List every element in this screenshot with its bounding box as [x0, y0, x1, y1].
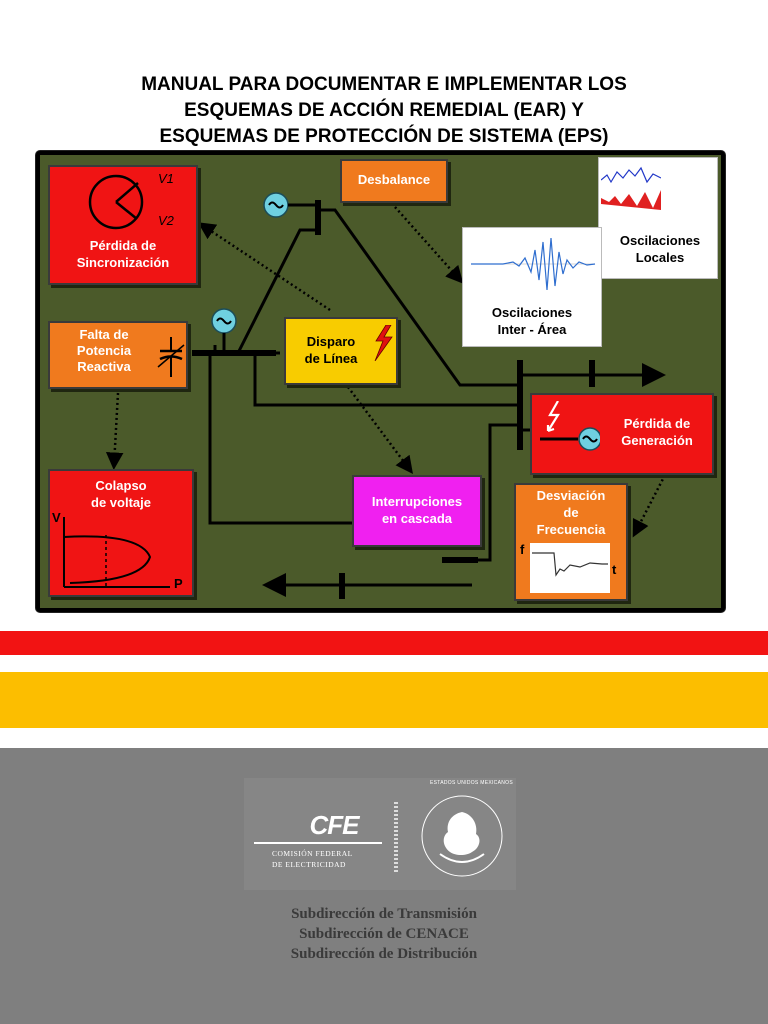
logos-area: CFE COMISIÓN FEDERAL DE ELECTRICIDAD EST…	[244, 778, 516, 890]
diagram-panel: V1 V2 Pérdida de Sincronización Desbalan…	[36, 151, 725, 612]
line-trip-line-2: de Línea	[304, 351, 358, 366]
subdireccion-distribucion: Subdirección de Distribución	[290, 946, 478, 962]
local-oscillations-box: Oscilaciones Locales	[598, 157, 718, 279]
power-system-diagram	[105, 192, 667, 599]
generation-loss-line-2: Generación	[621, 433, 693, 448]
seal-text: ESTADOS UNIDOS MEXICANOS	[430, 780, 513, 786]
pv-curve	[63, 517, 170, 588]
transmission-lines	[200, 208, 666, 597]
reactive-line-3: Reactiva	[77, 359, 131, 374]
cascade-line-2: en cascada	[381, 511, 453, 526]
generation-loss-box: Pérdida de Generación	[530, 393, 714, 475]
axis-f-label: f	[520, 542, 525, 557]
axis-p-label: P	[174, 576, 183, 591]
generation-loss-icon	[540, 401, 600, 451]
capacitor-icon	[157, 337, 185, 377]
axis-v-label: V	[52, 510, 61, 525]
footer: CFE COMISIÓN FEDERAL DE ELECTRICIDAD EST…	[0, 748, 768, 1024]
subdireccion-cenace: Subdirección de CENACE	[299, 926, 469, 942]
document-title: MANUAL PARA DOCUMENTAR E IMPLEMENTAR LOS…	[0, 72, 768, 150]
frequency-line-1: Desviación	[536, 488, 606, 503]
cascade-outages-box: Interrupciones en cascada	[352, 475, 482, 547]
local-oscillation-plot	[601, 160, 661, 224]
generator-icons	[211, 192, 315, 353]
inter-area-line-2: Inter - Área	[497, 322, 567, 337]
sync-loss-line-2: Sincronización	[76, 255, 170, 270]
voltage-collapse-line-1: Colapso	[95, 478, 147, 493]
cfe-name-line-1: COMISIÓN FEDERAL	[272, 849, 353, 858]
title-line-2: ESQUEMAS DE ACCIÓN REMEDIAL (EAR) Y	[184, 100, 584, 121]
cause-arrows	[105, 206, 667, 538]
mexico-seal-icon	[421, 795, 503, 877]
unbalance-box: Desbalance	[340, 159, 448, 203]
v2-label: V2	[158, 213, 174, 228]
cfe-rule	[254, 842, 382, 844]
frequency-deviation-box: Desviación de Frecuencia f t	[514, 483, 628, 601]
cfe-logo: CFE	[309, 810, 360, 840]
frequency-plot	[530, 543, 610, 593]
reactive-line-2: Potencia	[76, 343, 132, 358]
sync-loss-box: V1 V2 Pérdida de Sincronización	[48, 165, 198, 285]
cfe-name-line-2: DE ELECTRICIDAD	[272, 860, 346, 869]
line-trip-line-1: Disparo	[306, 334, 356, 349]
buses	[192, 200, 595, 599]
axis-t-label: t	[612, 562, 617, 577]
sync-loss-line-1: Pérdida de	[89, 238, 157, 253]
frequency-line-2: de	[563, 505, 579, 520]
voltage-collapse-box: Colapso de voltaje V P	[48, 469, 194, 597]
yellow-band	[0, 672, 768, 728]
v1-label: V1	[158, 171, 174, 186]
unbalance-label: Desbalance	[357, 172, 431, 187]
reactive-line-1: Falta de	[79, 327, 129, 342]
frequency-line-3: Frecuencia	[536, 522, 606, 537]
subdireccion-transmision: Subdirección de Transmisión	[291, 906, 477, 922]
inter-area-oscillations-box: Oscilaciones Inter - Área	[462, 227, 602, 347]
phasor-icon	[88, 174, 144, 230]
voltage-collapse-line-2: de voltaje	[91, 495, 151, 510]
reactive-power-box: Falta de Potencia Reactiva	[48, 321, 188, 389]
local-oscillations-line-1: Oscilaciones	[619, 233, 701, 248]
lightning-icon	[374, 325, 393, 361]
title-line-3: ESQUEMAS DE PROTECCIÓN DE SISTEMA (EPS)	[159, 126, 609, 147]
logo-divider	[394, 802, 398, 872]
inter-area-line-1: Oscilaciones	[491, 305, 573, 320]
local-oscillations-line-2: Locales	[635, 250, 685, 265]
inter-area-oscillation-plot	[471, 237, 596, 291]
red-band	[0, 631, 768, 655]
cascade-line-1: Interrupciones	[371, 494, 463, 509]
line-trip-box: Disparo de Línea	[284, 317, 398, 385]
generation-loss-line-1: Pérdida de	[623, 416, 691, 431]
title-line-1: MANUAL PARA DOCUMENTAR E IMPLEMENTAR LOS	[141, 74, 627, 95]
